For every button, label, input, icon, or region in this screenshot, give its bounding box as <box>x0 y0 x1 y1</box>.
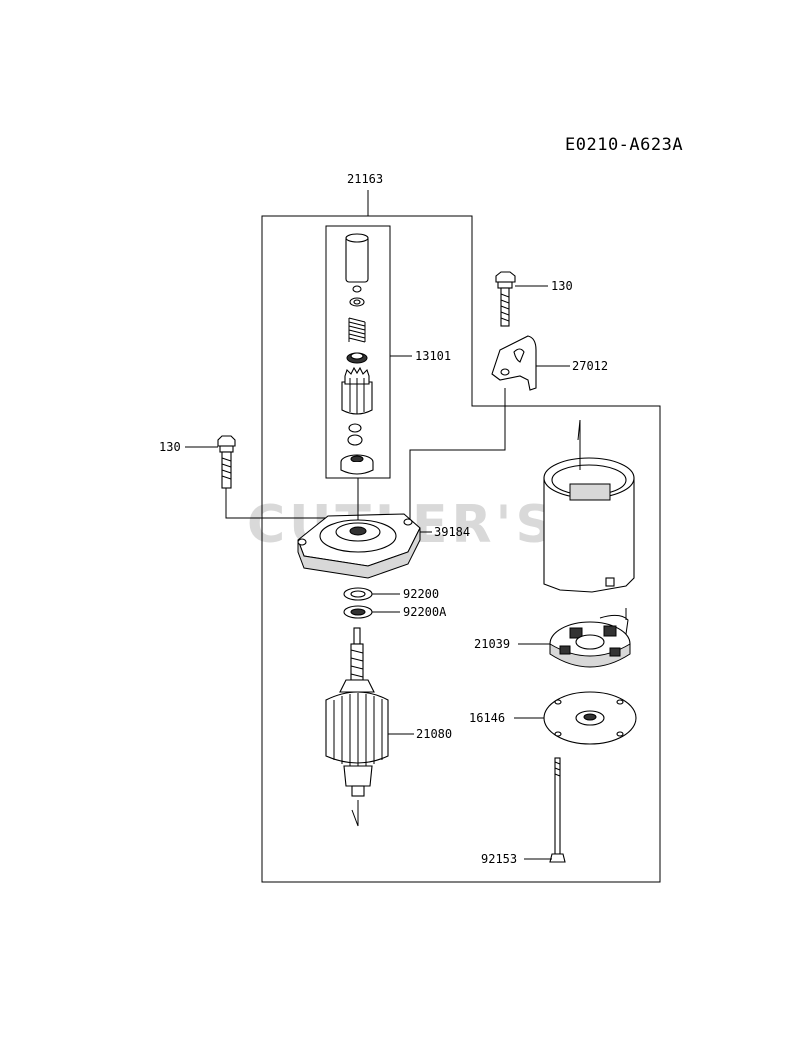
diagram-code: E0210-A623A <box>565 135 683 155</box>
through-bolt-92153 <box>524 757 566 863</box>
bolt-130-top <box>495 271 548 327</box>
bracket-27012 <box>409 335 570 525</box>
brush-holder-21039 <box>518 608 631 668</box>
part-label-16146: 16146 <box>469 711 505 725</box>
part-label-13101: 13101 <box>415 349 451 363</box>
part-label-21163: 21163 <box>347 172 383 186</box>
part-label-27012: 27012 <box>572 359 608 373</box>
assembly-frame <box>261 190 661 883</box>
part-label-21039: 21039 <box>474 637 510 651</box>
front-cover-39184 <box>297 478 432 579</box>
part-label-39184: 39184 <box>434 525 470 539</box>
part-label-92200: 92200 <box>403 587 439 601</box>
washers-92200 <box>343 587 400 619</box>
armature-21080 <box>325 627 414 827</box>
part-label-130-left: 130 <box>159 440 181 454</box>
yoke-housing <box>543 419 635 593</box>
part-label-92153: 92153 <box>481 852 517 866</box>
part-label-21080: 21080 <box>416 727 452 741</box>
bolt-130-left <box>185 435 330 519</box>
drive-parts-illustration <box>340 233 374 475</box>
part-label-130-top: 130 <box>551 279 573 293</box>
drive-assembly-box <box>325 225 412 479</box>
part-label-92200A: 92200A <box>403 605 447 619</box>
end-plate-16146 <box>514 691 637 745</box>
